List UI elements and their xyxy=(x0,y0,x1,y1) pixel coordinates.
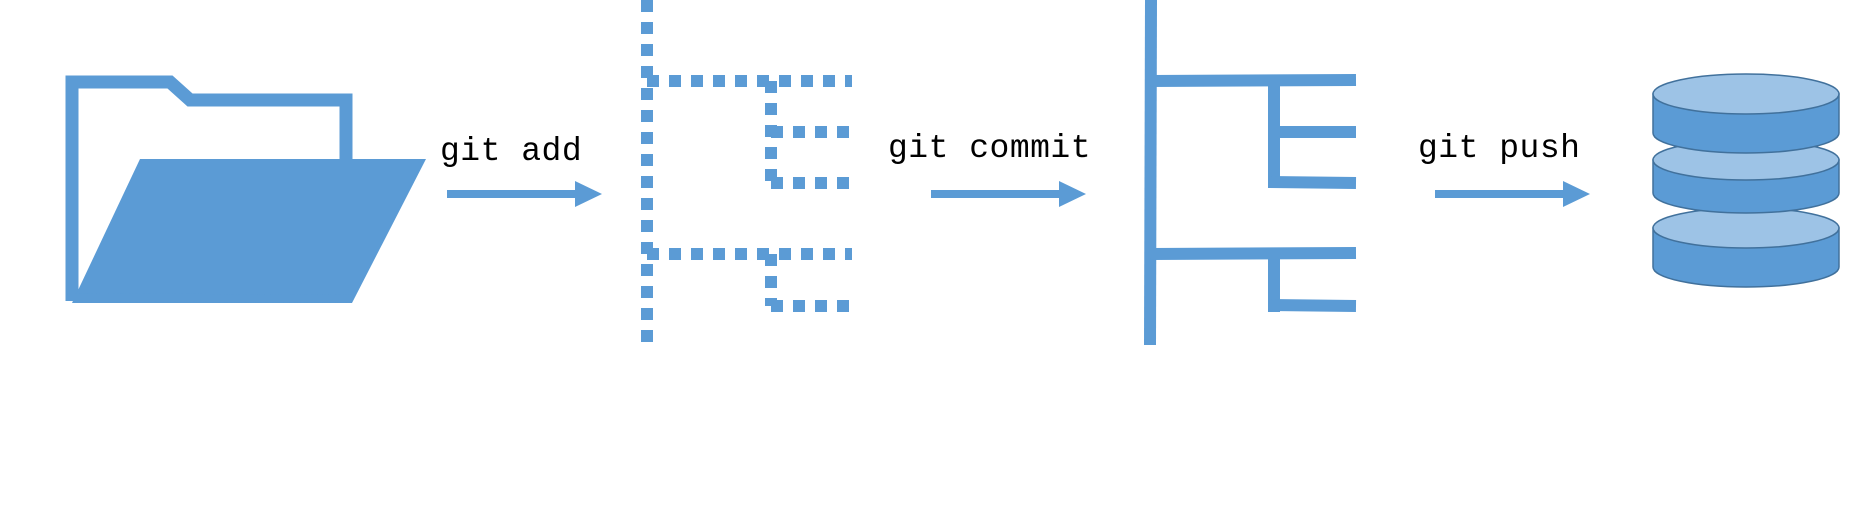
arrow-push xyxy=(1435,181,1590,207)
solid-tree-icon xyxy=(1144,0,1357,346)
git-commit-label: git commit xyxy=(888,130,1092,167)
arrow-add xyxy=(447,181,602,207)
git-push-label: git push xyxy=(1418,130,1581,167)
database-icon xyxy=(1652,73,1840,288)
arrow-commit xyxy=(931,181,1086,207)
git-add-label: git add xyxy=(440,133,583,170)
dotted-tree-icon xyxy=(641,0,852,345)
folder-icon xyxy=(65,75,426,303)
